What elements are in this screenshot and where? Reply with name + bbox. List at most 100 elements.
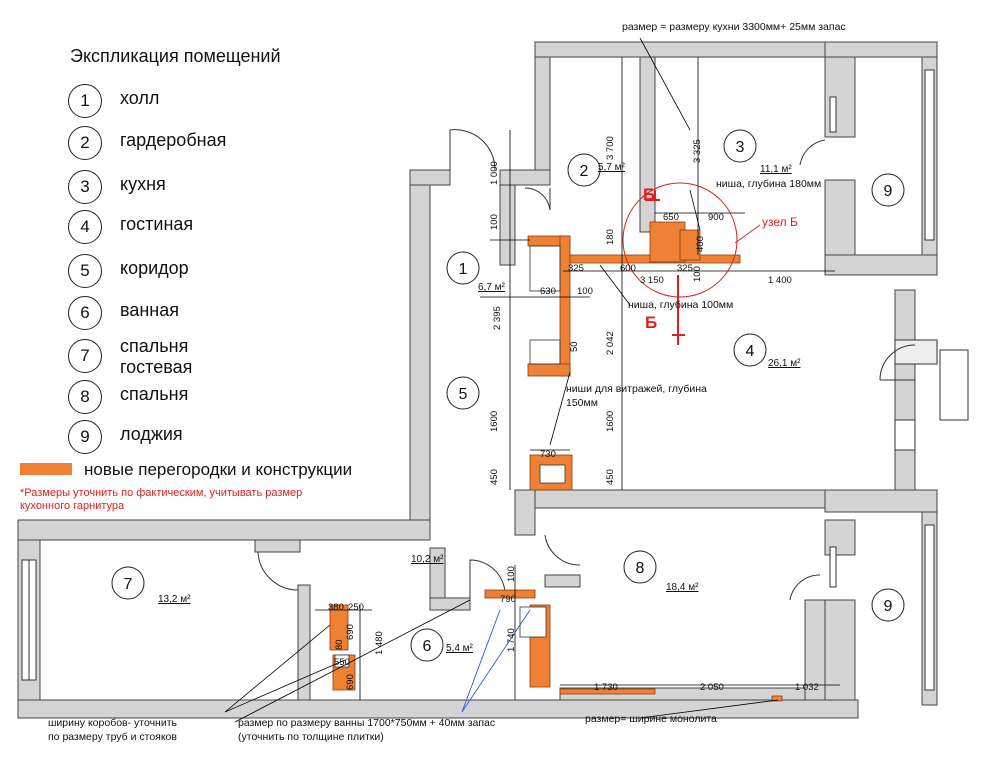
dim-label: 730 xyxy=(540,449,556,460)
dim-label: 100 xyxy=(506,566,517,582)
dim-label: 3 325 xyxy=(692,139,703,163)
legend-number: 8 xyxy=(68,380,102,414)
annotations: размер = размеру кухни 3300мм+ 25мм запа… xyxy=(48,21,846,743)
box-width-note-2: по размеру труб и стояков xyxy=(48,731,177,743)
fixtures xyxy=(334,245,566,668)
dim-label: 250 xyxy=(348,602,364,613)
new-structures-label: новые перегородки и конструкции xyxy=(84,460,353,479)
dim-label: 690 xyxy=(345,624,356,640)
legend-number: 2 xyxy=(68,126,102,160)
legend-room-name: холл xyxy=(120,88,160,108)
room-number: 9 xyxy=(884,183,893,200)
dim-label: 630 xyxy=(540,286,556,297)
walls xyxy=(17,41,938,719)
bath-leader-lines xyxy=(461,609,531,713)
room-numbers: 1 2 3 4 5 6 7 8 9 9 xyxy=(124,139,893,655)
room-area: 5,7 м² xyxy=(598,162,626,173)
dim-label: 1 000 xyxy=(489,161,500,185)
room-number: 5 xyxy=(459,386,468,403)
kitchen-size-note: размер = размеру кухни 3300мм+ 25мм запа… xyxy=(622,21,846,33)
niche-100-note: ниша, глубина 100мм xyxy=(628,299,733,311)
legend-number: 5 xyxy=(68,254,102,288)
legend-room-name: лоджия xyxy=(120,424,183,444)
dim-label: 1 400 xyxy=(768,275,792,286)
dim-label: 1600 xyxy=(605,411,616,432)
node-b-label: узел Б xyxy=(762,215,798,229)
monolith-note: размер= ширине монолита xyxy=(585,713,717,725)
windows xyxy=(21,69,969,691)
dimension-texts: 1 000 100 2 395 1600 450 3 700 3 325 180… xyxy=(328,136,819,693)
legend-number: 7 xyxy=(68,339,102,373)
room-areas: 6,7 м² 5,7 м² 11,1 м² 26,1 м² 10,2 м² 5,… xyxy=(158,162,801,654)
new-partitions xyxy=(329,221,783,702)
dim-label: 1 480 xyxy=(374,631,385,655)
room-number: 7 xyxy=(124,576,133,593)
niche-180-note: ниша, глубина 180мм xyxy=(716,178,821,190)
node-b-callout xyxy=(622,182,761,345)
dim-label: 1600 xyxy=(489,411,500,432)
room-area: 11,1 м² xyxy=(760,164,792,175)
legend-title: Экспликация помещений xyxy=(70,46,281,66)
room-markers xyxy=(111,129,905,662)
legend-number: 9 xyxy=(68,420,102,454)
dim-label: 100 xyxy=(489,214,500,230)
dim-label: 900 xyxy=(708,212,724,223)
room-area: 18,4 м² xyxy=(666,582,699,593)
room-number: 6 xyxy=(423,638,432,655)
room-number: 2 xyxy=(580,163,589,180)
room-number: 3 xyxy=(736,139,745,156)
room-area: 13,2 м² xyxy=(158,594,191,605)
section-mark-bottom: Б xyxy=(645,313,657,332)
legend-room-name: спальня гостевая xyxy=(120,336,193,377)
explication-legend: Экспликация помещений 1 холл 2 гардеробная… xyxy=(0,0,400,520)
dim-label: 1 730 xyxy=(594,682,618,693)
room-number: 1 xyxy=(459,261,468,278)
dim-label: 1 032 xyxy=(795,682,819,693)
dim-label: 600 xyxy=(620,263,636,274)
dim-label: 3 150 xyxy=(640,275,664,286)
dim-label: 2 050 xyxy=(700,682,724,693)
dim-label: 450 xyxy=(605,469,616,485)
dim-label: 80 xyxy=(334,639,345,650)
dim-label: 180 xyxy=(605,229,616,245)
stained-glass-note-1: ниши для витражей, глубина xyxy=(566,383,707,395)
leader-lines xyxy=(224,37,779,723)
room-number: 8 xyxy=(636,560,645,577)
room-area: 6,7 м² xyxy=(478,282,506,293)
dim-label: 450 xyxy=(489,469,500,485)
bath-size-note-2: (уточнить по толщине плитки) xyxy=(238,731,384,743)
legend-room-name: гостиная xyxy=(120,214,194,234)
new-structures-swatch xyxy=(20,463,72,475)
legend-number: 3 xyxy=(68,170,102,204)
dim-label: 400 xyxy=(695,236,706,252)
legend-number: 4 xyxy=(68,210,102,244)
dim-label: 790 xyxy=(500,594,516,605)
dim-label: 2 395 xyxy=(492,306,503,330)
dim-label: 690 xyxy=(345,674,356,690)
dim-label: 1 740 xyxy=(506,628,517,652)
dim-label: 325 xyxy=(568,263,584,274)
dim-label: 550 xyxy=(334,657,350,668)
room-number: 4 xyxy=(746,343,755,360)
dimensions-note: *Размеры уточнить по фактическим, учитыв… xyxy=(20,487,303,512)
dim-label: 650 xyxy=(663,212,679,223)
room-area: 26,1 м² xyxy=(768,358,801,369)
legend-room-name: гардеробная xyxy=(120,130,227,150)
legend-room-name: спальня xyxy=(120,384,189,404)
legend-room-name: кухня xyxy=(120,174,166,194)
dim-label: 100 xyxy=(692,266,703,282)
dim-label: 3 700 xyxy=(605,136,616,160)
dim-label: 100 xyxy=(577,286,593,297)
box-width-note-1: ширину коробов- уточнить xyxy=(48,717,178,729)
legend-room-name: ванная xyxy=(120,300,180,320)
legend-number: 6 xyxy=(68,296,102,330)
dim-label: 380 xyxy=(328,602,344,613)
dim-label: 2 042 xyxy=(605,331,616,355)
section-mark-top: Б xyxy=(643,185,655,204)
legend-number: 1 xyxy=(68,84,102,118)
bath-size-note-1: размер по размеру ванны 1700*750мм + 40м… xyxy=(238,717,495,729)
dim-label: 50 xyxy=(569,341,580,352)
dimension-lines xyxy=(315,57,840,700)
room-area: 5,4 м² xyxy=(446,643,474,654)
